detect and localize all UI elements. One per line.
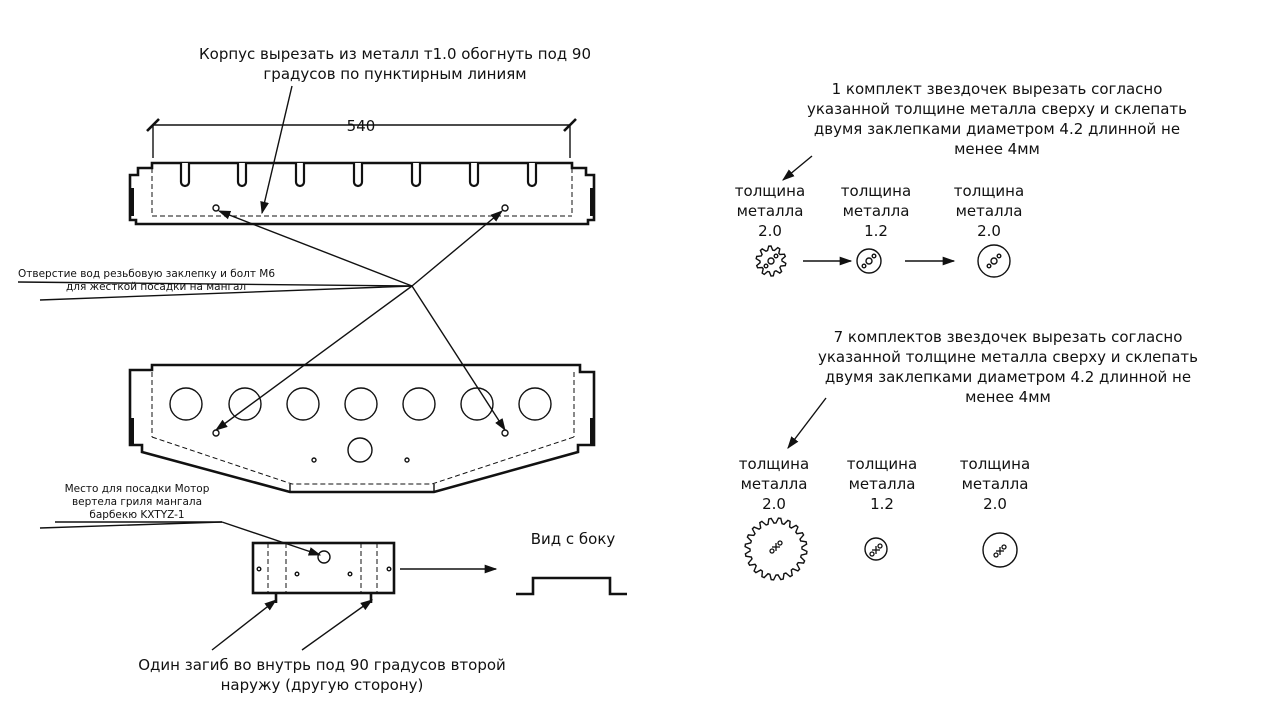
kit7-part1-label-2: металла [741,475,808,493]
kit1-part2-label-1: толщина [841,182,911,200]
body-front-view [128,363,596,494]
kit7-part1-label-1: толщина [739,455,809,473]
kit7-outer-disc-icon [982,532,1018,568]
bend-note-line-1: Один загиб во внутрь под 90 градусов вто… [138,656,506,674]
kit1-part3-thickness: 2.0 [977,222,1001,240]
kit7-part3-label-1: толщина [960,455,1030,473]
kit7-line-3: двумя заклепками диаметром 4.2 длинной н… [825,368,1191,386]
body-top-view: 540 [128,117,596,226]
motor-bracket-view [251,541,396,603]
kit7-sprocket-gear-icon [744,517,808,581]
motor-leader [221,521,322,556]
kit7-line-1: 7 комплектов звездочек вырезать согласно [834,328,1183,346]
motor-note-line-3: барбекю KXTYZ-1 [89,509,184,521]
kit7-line-2: указанной толщине металла сверху и склеп… [818,348,1198,366]
body-title-line-1: Корпус вырезать из металл т1.0 обогнуть … [199,45,591,63]
kit7-part2-label-2: металла [849,475,916,493]
side-view-title: Вид с боку [531,530,616,548]
kit1-line-4: менее 4мм [954,140,1040,158]
body-title-line-2: градусов по пунктирным линиям [263,65,526,83]
kit1-part1-thickness: 2.0 [758,222,782,240]
motor-note-line-1: Место для посадки Мотор [65,483,210,495]
bend-leader-2 [301,599,374,651]
bend-leader-1 [211,599,277,651]
body-title-leader [260,85,293,215]
kit1-part3-label-1: толщина [954,182,1024,200]
kit7-sprocket-shapes [744,517,1018,581]
kit1-part3-label-2: металла [956,202,1023,220]
kit7-part1-thickness: 2.0 [762,495,786,513]
kit7-part3-label-2: металла [962,475,1029,493]
kit1-part2-thickness: 1.2 [864,222,888,240]
kit1-parts: толщина металла 2.0 толщина металла 1.2 … [735,182,1024,240]
dimension-540: 540 [347,117,376,135]
hole-note-line-1: Отверстие вод резьбовую заклепку и болт … [18,268,275,280]
kit1-line-1: 1 комплект звездочек вырезать согласно [832,80,1163,98]
kit7-parts: толщина металла 2.0 толщина металла 1.2 … [739,455,1030,513]
kit7-leader [787,397,827,450]
hole-note-underline [17,281,413,287]
kit7-part2-thickness: 1.2 [870,495,894,513]
kit1-sprocket-shapes [755,244,1011,278]
kit1-line-2: указанной толщине металла сверху и склеп… [807,100,1187,118]
motor-note-line-2: вертела гриля мангала [72,496,202,508]
kit-1-note: 1 комплект звездочек вырезать согласно у… [807,80,1187,158]
kit1-part1-label-2: металла [737,202,804,220]
kit7-rivet-pattern-1-icon [769,540,783,554]
kit1-leader [782,155,813,181]
kit1-sprocket-gear-icon [755,245,787,277]
kit-7-note: 7 комплектов звездочек вырезать согласно… [818,328,1198,406]
kit7-part2-label-1: толщина [847,455,917,473]
kit7-part3-thickness: 2.0 [983,495,1007,513]
kit7-line-4: менее 4мм [965,388,1051,406]
kit1-part1-label-1: толщина [735,182,805,200]
bend-note-line-2: наружу (другую сторону) [221,676,424,694]
kit1-outer-disc-icon [977,244,1011,278]
kit7-spacer-disc-icon [864,537,888,561]
side-view-profile [516,576,627,596]
hole-leaders [214,210,506,432]
kit1-spacer-disc-icon [856,248,882,274]
kit1-part2-label-2: металла [843,202,910,220]
kit1-line-3: двумя заклепками диаметром 4.2 длинной н… [814,120,1180,138]
